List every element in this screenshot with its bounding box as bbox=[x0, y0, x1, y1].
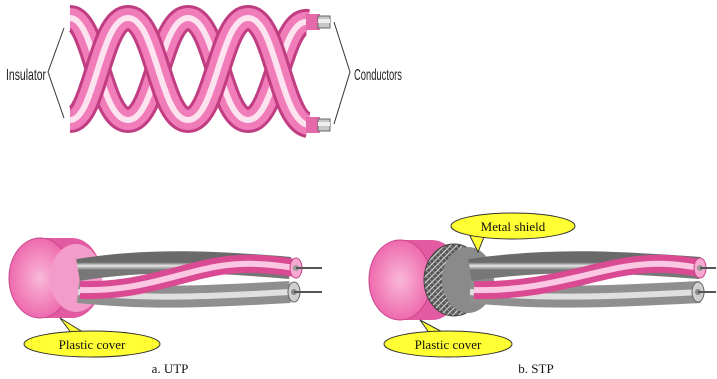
stp-cover-callout: Plastic cover bbox=[384, 320, 512, 357]
conductor-tip-bottom bbox=[306, 117, 330, 133]
insulator-label: Insulator bbox=[6, 67, 46, 84]
insulator-brace bbox=[48, 28, 64, 118]
conductor-tip-top bbox=[306, 14, 330, 30]
twisted-pair-cable bbox=[70, 14, 330, 133]
stp-cable: Metal shield Plastic cover b. STP bbox=[369, 213, 716, 374]
conductors-annotation: Conductors bbox=[334, 22, 402, 124]
utp-cover-callout: Plastic cover bbox=[24, 318, 160, 357]
utp-caption: a. UTP bbox=[152, 361, 189, 374]
utp-cable: Plastic cover a. UTP bbox=[9, 238, 322, 374]
insulator-annotation: Insulator bbox=[6, 28, 64, 118]
stp-shield-callout: Metal shield bbox=[451, 213, 575, 252]
conductors-brace bbox=[334, 22, 350, 124]
stp-caption: b. STP bbox=[518, 361, 553, 374]
stp-cover-label: Plastic cover bbox=[415, 337, 482, 352]
conductors-label: Conductors bbox=[354, 67, 402, 84]
utp-cover-label: Plastic cover bbox=[59, 337, 126, 352]
stp-shield-label: Metal shield bbox=[481, 219, 546, 234]
